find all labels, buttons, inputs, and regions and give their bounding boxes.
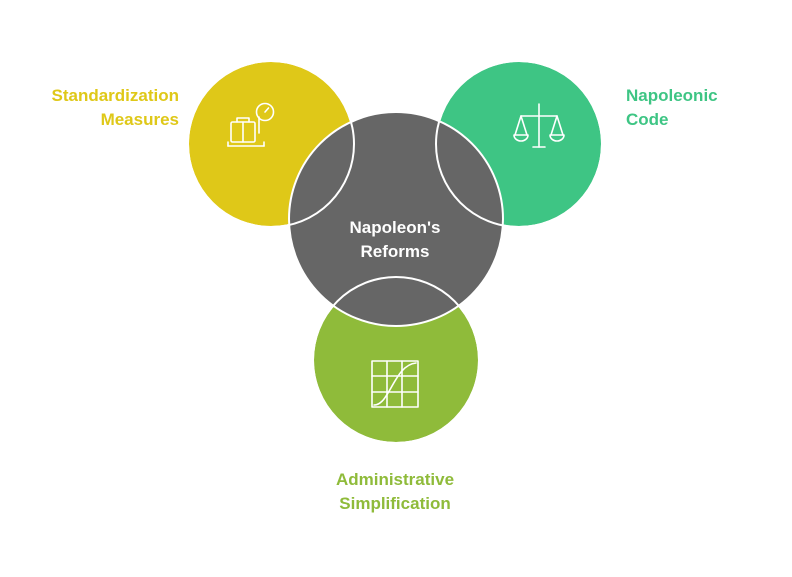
standardization-overlap-outline	[187, 60, 355, 228]
standardization-label-line2: Measures	[100, 110, 179, 129]
administrative-label: Administrative Simplification	[295, 468, 495, 516]
napoleonic-code-overlap-outline	[435, 60, 603, 228]
justice-scales-icon	[513, 103, 565, 148]
grid-curve-icon	[371, 360, 419, 408]
administrative-label-line2: Simplification	[339, 494, 451, 513]
napoleonic-code-label-line2: Code	[626, 110, 669, 129]
administrative-label-line1: Administrative	[335, 470, 455, 489]
scale-weight-icon	[227, 102, 275, 147]
center-circle	[288, 111, 504, 327]
standardization-label-line1: Standardization	[51, 86, 179, 105]
standardization-label: Standardization Measures	[51, 84, 179, 132]
center-title-line2: Reforms	[360, 242, 430, 261]
napoleonic-code-label-line1: Napoleonic	[626, 86, 718, 105]
administrative-overlap-outline	[312, 276, 480, 444]
center-title-line1: Napoleon's	[349, 218, 441, 237]
center-title: Napoleon's Reforms	[320, 216, 470, 264]
napoleonic-code-label: Napoleonic Code	[626, 84, 718, 132]
